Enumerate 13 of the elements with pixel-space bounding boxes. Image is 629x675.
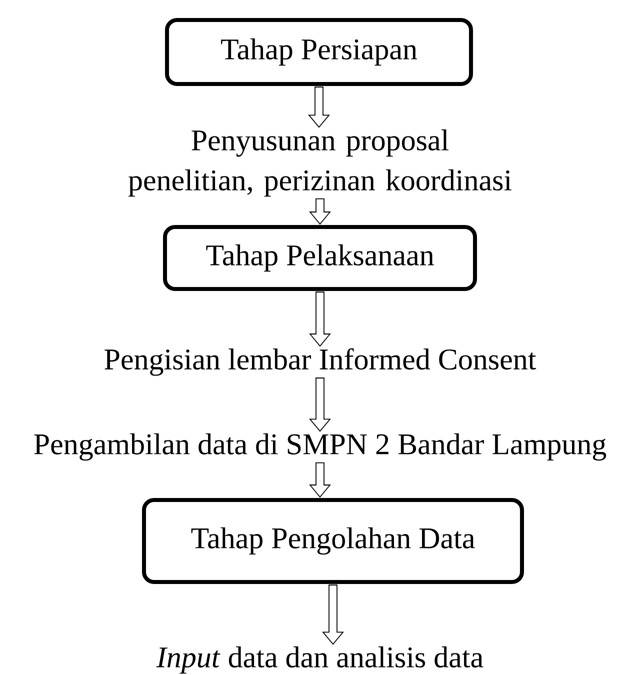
step-text: Input data dan analisis data (156, 646, 484, 674)
stage-box: Tahap Pelaksanaan (163, 225, 477, 291)
hollow-arrow (308, 86, 330, 128)
stage-box: Tahap Persiapan (165, 18, 473, 86)
step-text: Pengambilan data di SMPN 2 Bandar Lampung (34, 433, 606, 461)
hollow-arrow (309, 198, 331, 225)
hollow-arrow (322, 584, 344, 645)
step-text: Pengisian lembar Informed Consent (104, 348, 536, 376)
hollow-arrow (309, 292, 331, 347)
hollow-arrow (309, 378, 331, 432)
stage-box: Tahap Pengolahan Data (142, 498, 524, 584)
hollow-arrow (309, 462, 331, 498)
step-text: Penyusunan proposal penelitian, perizinan koordinasi (128, 129, 512, 197)
